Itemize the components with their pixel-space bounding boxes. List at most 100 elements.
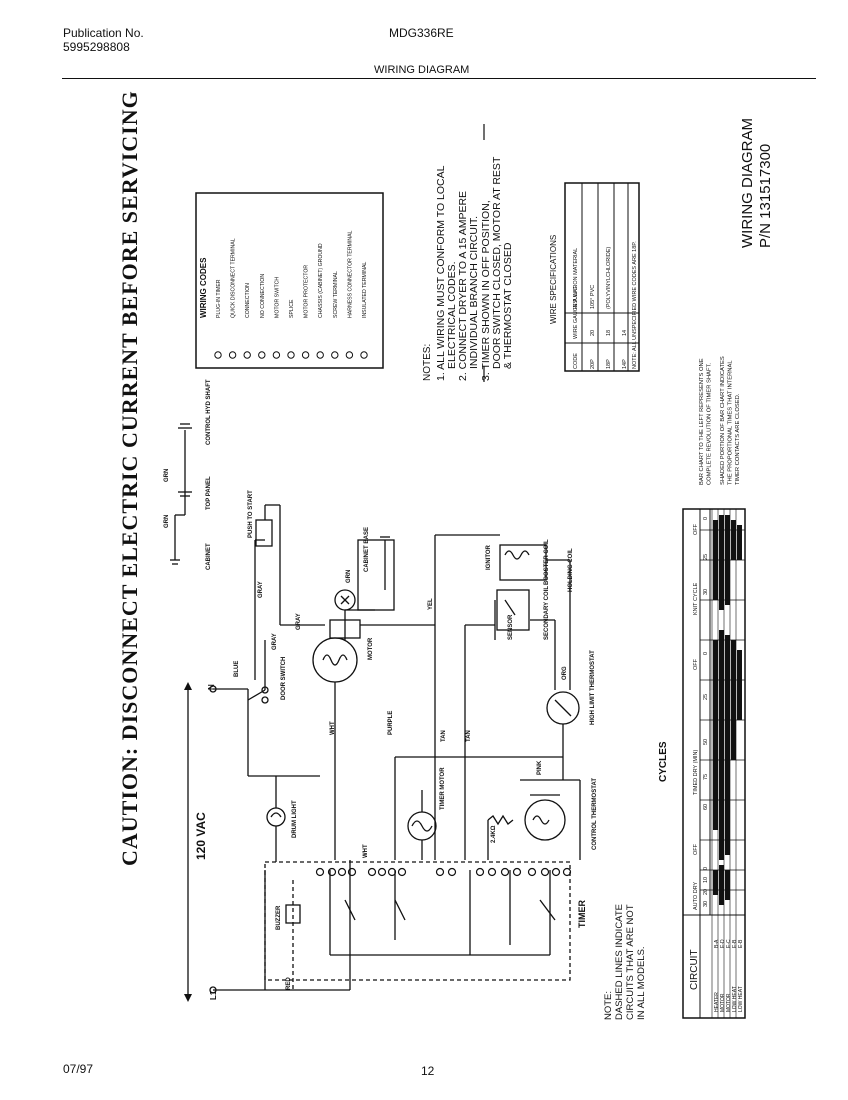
wiring-code-symbol-icon: [243, 351, 251, 359]
chart-bar-segment: [737, 650, 742, 720]
chart-bar-segment: [719, 865, 724, 905]
terminal-icon: [562, 867, 572, 877]
wiring-code-item: PLUG-IN TIMER: [216, 279, 222, 318]
timer-motor-label: TIMER MOTOR: [440, 767, 446, 810]
terminal-icon: [387, 867, 397, 877]
wire-tan-label: TAN: [466, 730, 472, 742]
diagram-title-line1: WIRING DIAGRAM: [739, 118, 756, 248]
diagram-part-number: P/N 131517300: [757, 144, 774, 248]
wire-tan-label: TAN: [441, 730, 447, 742]
chart-note-line: BAR CHART TO THE LEFT REPRESENTS ONE: [699, 358, 705, 485]
holding-coil-label: HOLDING COIL: [568, 548, 574, 592]
chart-bar-segment: [725, 635, 730, 855]
l1-label: L1: [209, 990, 218, 1000]
note-line: DOOR SWITCH CLOSED, MOTOR AT REST: [491, 156, 503, 369]
terminal-icon: [337, 867, 347, 877]
terminal-icon: [315, 867, 325, 877]
cabinet-label: CABINET: [206, 543, 212, 570]
wire-spec-cell: 105° PVC: [590, 285, 596, 309]
dashed-note-line: DASHED LINES INDICATE: [614, 904, 625, 1020]
chart-row-circuit: MOTOR: [726, 993, 732, 1012]
door-switch-label: DOOR SWITCH: [281, 657, 287, 700]
wiring-code-item: NO CONNECTION: [260, 274, 266, 318]
wiring-code-symbol-icon: [331, 351, 339, 359]
wire-red-label: RED: [286, 977, 292, 990]
terminal-icon: [447, 867, 457, 877]
top-panel-label: TOP PANEL: [206, 476, 212, 510]
wire-pink-label: PINK: [537, 760, 543, 775]
caution-text: CAUTION: DISCONNECT ELECTRIC CURRENT BEF…: [117, 90, 142, 866]
terminal-icon: [512, 867, 522, 877]
note-line: 1. ALL WIRING MUST CONFORM TO LOCAL: [435, 165, 447, 381]
note-line: & THERMOSTAT CLOSED: [502, 242, 514, 369]
chart-row-contacts: E-B: [732, 939, 738, 948]
wiring-code-symbol-icon: [228, 351, 237, 359]
terminal-icon: [500, 867, 510, 877]
chart-tick-label: 0: [703, 517, 709, 520]
dashed-note-line: IN ALL MODELS.: [636, 946, 647, 1020]
booster-coil-label: BOOSTER COIL: [544, 539, 550, 585]
note-line: 2. CONNECT DRYER TO A 15 AMPERE: [457, 191, 469, 381]
wiring-code-item: HARNESS CONNECTOR TERMINAL: [347, 230, 353, 318]
wiring-code-item: SCREW TERMINAL: [333, 271, 339, 318]
chart-tick-label: 20: [703, 889, 709, 895]
ignitor-label: IGNITOR: [486, 544, 492, 570]
wire-purple-label: PURPLE: [388, 711, 394, 735]
resistor-label: 2.4KΩ: [491, 825, 497, 843]
chart-bar-segment: [731, 640, 736, 760]
chart-tick-label: 25: [703, 554, 709, 560]
model-number: MDG336RE: [389, 26, 454, 40]
wiring-code-symbol-icon: [258, 351, 266, 359]
wire-grn-label: GRN: [164, 469, 170, 482]
chart-bar-segment: [725, 515, 730, 605]
wiring-code-item: MOTOR SWITCH: [274, 277, 280, 318]
motor-label: MOTOR: [368, 637, 374, 660]
wiring-code-symbol-icon: [214, 351, 222, 359]
section-title: WIRING DIAGRAM: [374, 64, 470, 76]
wire-spec-header: WIRE GAUGE A.W.G.: [573, 284, 579, 339]
chart-bar-segment: [713, 870, 718, 895]
supply-voltage-label: 120 VAC: [194, 812, 208, 860]
footer-date: 07/97: [63, 1062, 94, 1076]
chart-column-group: OFF: [693, 658, 699, 670]
chart-column-group: OFF: [693, 843, 699, 855]
terminal-icon: [367, 867, 377, 877]
chart-note-line: TIMER CONTACTS ARE CLOSED.: [735, 393, 741, 485]
notes-title: NOTES:: [422, 344, 433, 381]
wiring-code-symbol-icon: [301, 351, 310, 359]
buzzer-label: BUZZER: [276, 905, 282, 930]
control-thermostat-label: CONTROL THERMOSTAT: [592, 778, 598, 850]
chart-bar-segment: [719, 515, 724, 610]
terminal-icon: [487, 867, 497, 877]
wiring-codes-title: WIRING CODES: [199, 257, 208, 318]
chart-bar-segment: [731, 520, 736, 560]
wiring-code-symbol-icon: [287, 351, 295, 359]
chart-column-group: AUTO DRY: [693, 881, 699, 910]
dashed-note-line: NOTE:: [603, 991, 614, 1020]
terminal-icon: [397, 867, 407, 877]
chart-tick-label: 25: [703, 694, 709, 700]
chart-bar-segment: [725, 870, 730, 900]
chart-column-group: TIMED DRY (MIN): [693, 750, 699, 795]
terminal-icon: [551, 867, 561, 877]
schematic: [170, 423, 581, 1002]
chart-column-group: KNIT CYCLE: [693, 582, 699, 615]
note-line: 3. TIMER SHOWN IN OFF POSITION,: [480, 200, 492, 381]
high-limit-thermostat-label: HIGH LIMIT THERMOSTAT: [590, 650, 596, 725]
chart-tick-label: 30: [703, 901, 709, 907]
timer-label: TIMER: [577, 900, 587, 928]
wiring-code-symbol-icon: [360, 351, 368, 359]
wire-org-label: ORG: [562, 666, 568, 680]
wiring-code-item: MOTOR PROTECTOR: [304, 265, 310, 318]
terminal-icon: [435, 867, 445, 877]
chart-row-contacts: E-B: [738, 939, 744, 948]
chart-row-contacts: E-C: [726, 939, 732, 948]
wiring-code-item: INSULATED TERMINAL: [362, 262, 368, 318]
wire-spec-cell: 18: [606, 330, 612, 336]
circuit-header: CIRCUIT: [689, 949, 700, 990]
wire-spec-header: INSULATION MATERIAL: [573, 248, 579, 309]
